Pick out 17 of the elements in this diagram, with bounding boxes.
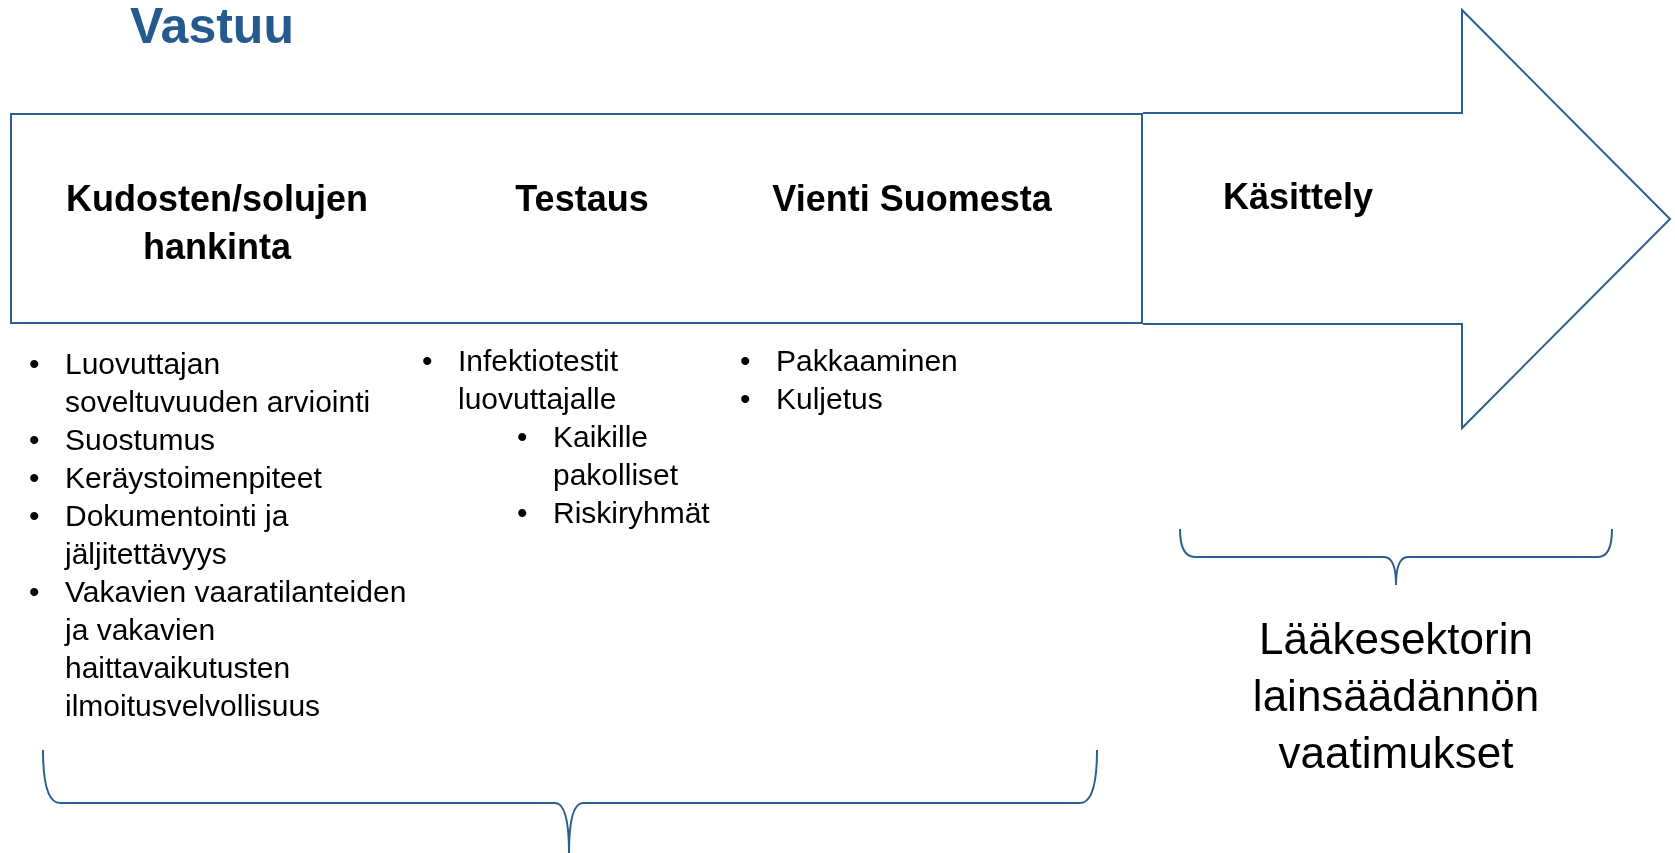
bullet-item: • Pakkaaminen — [740, 343, 959, 379]
step-heading: Vienti Suomesta — [771, 177, 1053, 221]
bullet-item: • Infektiotestit luovuttajalle — [422, 343, 620, 417]
requirements-note: Lääkesektorin lainsäädännön vaatimukset — [1251, 613, 1541, 779]
step-heading: Testaus — [514, 177, 650, 221]
step-heading: Käsittely — [1221, 175, 1375, 219]
process-band — [10, 113, 1143, 324]
bullet-item: • Dokumentointi ja jäljitettävyys — [29, 498, 290, 572]
bullet-item: • Suostumus — [29, 422, 217, 458]
bullet-item: • Riskiryhmät — [517, 495, 711, 531]
bullet-item: • Kaikille pakolliset — [517, 419, 680, 493]
bullet-item: • Vakavien vaaratilanteiden ja vakavien haittavaikutusten ilmoitusvelvollisuus — [29, 574, 408, 724]
step-heading: Kudosten/solujen hankinta — [65, 177, 369, 269]
bullet-item: • Keräystoimenpiteet — [29, 460, 323, 496]
bullet-item: • Kuljetus — [740, 381, 884, 417]
slide-title: Vastuu — [130, 0, 294, 54]
bullet-item: • Luovuttajan soveltuvuuden arviointi — [29, 346, 372, 420]
